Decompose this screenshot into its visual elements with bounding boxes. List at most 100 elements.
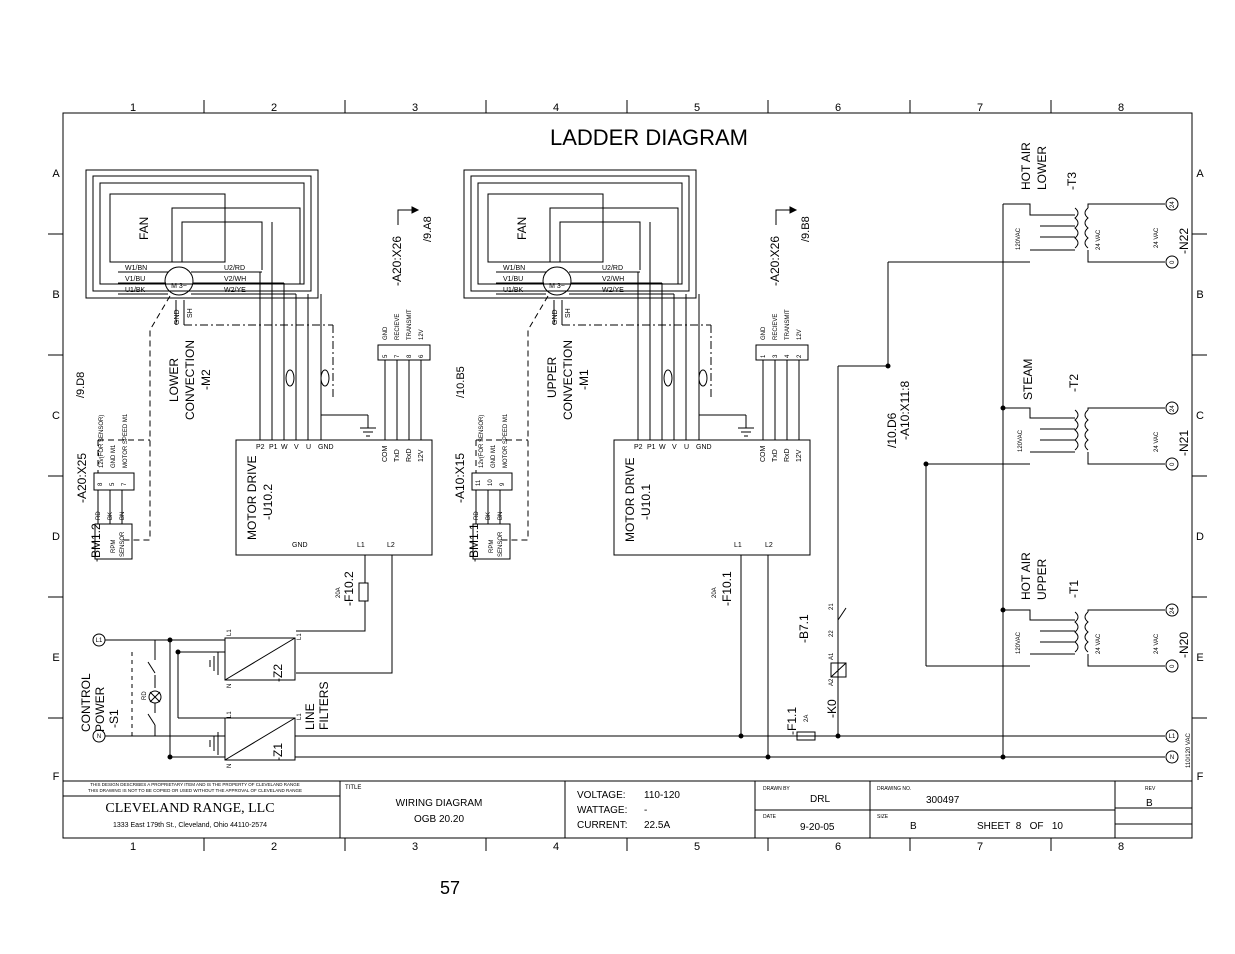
transformer-t3: [1003, 197, 1179, 269]
svg-text:20A: 20A: [336, 587, 342, 598]
svg-text:P1: P1: [269, 444, 278, 451]
left-winding-labels: W1/BN V1/BU U1/BK U2/RD V2/WH W2/YE: [125, 265, 246, 294]
svg-text:U: U: [306, 444, 311, 451]
svg-text:BK: BK: [486, 512, 492, 520]
svg-text:CONTROL: CONTROL: [79, 673, 93, 732]
svg-text:TITLE: TITLE: [345, 785, 361, 791]
svg-text:N: N: [227, 684, 233, 688]
title-block: [63, 780, 1192, 838]
right-drive-label: MOTOR DRIVE: [623, 458, 637, 542]
current-value: 22.5A: [644, 820, 670, 831]
svg-text:-M1: -M1: [577, 369, 591, 390]
svg-text:DATE: DATE: [763, 814, 777, 820]
svg-text:A: A: [1196, 168, 1204, 180]
svg-text:VOLTAGE:: VOLTAGE:: [577, 790, 626, 801]
left-motor-wires: [118, 222, 376, 541]
diagram-title: LADDER DIAGRAM: [550, 125, 748, 150]
svg-text:W1/BN: W1/BN: [503, 265, 525, 272]
svg-text:8: 8: [1118, 841, 1124, 853]
svg-text:L1: L1: [297, 633, 303, 640]
svg-text:5: 5: [383, 354, 389, 358]
svg-text:5: 5: [694, 102, 700, 114]
svg-text:7: 7: [395, 354, 401, 358]
revision-value: B: [1146, 798, 1153, 809]
svg-text:2: 2: [797, 354, 803, 358]
svg-text:10: 10: [488, 479, 494, 486]
left-fan-label: FAN: [137, 217, 151, 240]
svg-text:GND: GND: [696, 444, 712, 451]
left-connector-wires: [384, 360, 422, 440]
right-motor-id: M 3~: [549, 283, 565, 290]
left-motor-symbol: [164, 266, 194, 296]
svg-text:A1: A1: [829, 652, 835, 660]
left-sensor-connector-id: -A20:X25: [75, 453, 89, 503]
svg-text:24 VAC: 24 VAC: [1154, 633, 1160, 654]
svg-text:RPM: RPM: [111, 540, 117, 553]
svg-text:-N22: -N22: [1177, 228, 1191, 254]
svg-text:21: 21: [829, 603, 835, 610]
svg-text:-U10.1: -U10.1: [639, 484, 653, 520]
svg-text:-T1: -T1: [1067, 580, 1081, 598]
svg-text:12v(FOR SENSOR): 12v(FOR SENSOR): [479, 415, 485, 468]
page-number: 57: [440, 878, 461, 898]
svg-text:24: 24: [1170, 405, 1176, 412]
svg-text:MOTOR SPEED M1: MOTOR SPEED M1: [503, 413, 509, 468]
right-winding-labels: W1/BN V1/BU U1/BK U2/RD V2/WH W2/YE: [503, 265, 624, 294]
svg-text:12V: 12V: [797, 329, 803, 340]
svg-text:8: 8: [407, 354, 413, 358]
svg-text:RPM: RPM: [489, 540, 495, 553]
size-value: B: [910, 821, 917, 832]
svg-text:SENSOR: SENSOR: [120, 531, 126, 557]
transformer-t1: [1003, 603, 1179, 673]
control-power-switch-label: CONTROL POWER -S1: [79, 673, 121, 732]
drawn-by-value: DRL: [810, 794, 830, 805]
svg-text:TRANSMIT: TRANSMIT: [785, 309, 791, 340]
svg-text:COM: COM: [760, 446, 767, 463]
svg-text:1: 1: [130, 102, 136, 114]
svg-text:12V: 12V: [418, 449, 425, 462]
left-connector-block: [377, 344, 431, 361]
svg-text:U1/BK: U1/BK: [503, 287, 524, 294]
transformer-t2: [1003, 401, 1179, 471]
disclaimer-line-1: THIS DESIGN DESCRIBES A PROPRIETARY ITEM…: [90, 782, 300, 787]
right-motor-symbol: [542, 266, 572, 296]
svg-text:2A: 2A: [804, 715, 810, 722]
svg-text:REV: REV: [1145, 786, 1156, 792]
line-filters-label: LINE FILTERS: [303, 682, 331, 730]
right-drive-power: [740, 555, 769, 757]
svg-text:BN: BN: [120, 512, 126, 520]
svg-text:24: 24: [1170, 607, 1176, 614]
svg-text:MOTOR SPEED M1: MOTOR SPEED M1: [123, 413, 129, 468]
svg-text:BN: BN: [498, 512, 504, 520]
svg-text:V1/BU: V1/BU: [125, 276, 145, 283]
left-motor-id: M 3~: [171, 283, 187, 290]
drawing-title: WIRING DIAGRAM: [396, 798, 483, 809]
svg-text:WATTAGE:: WATTAGE:: [577, 805, 627, 816]
svg-text:SENSOR: SENSOR: [498, 531, 504, 557]
svg-text:GND: GND: [383, 326, 389, 340]
svg-text:6: 6: [835, 841, 841, 853]
t2-labels: STEAM -T2 120VAC 24 VAC -N21 24 0: [1018, 359, 1191, 466]
svg-text:SH: SH: [187, 308, 194, 318]
svg-text:L1: L1: [297, 713, 303, 720]
svg-text:-U10.2: -U10.2: [261, 484, 275, 520]
svg-text:RD: RD: [96, 511, 102, 520]
ref-connector-label: /10.D6: [885, 412, 899, 448]
svg-text:8: 8: [98, 482, 104, 486]
svg-text:9: 9: [500, 482, 506, 486]
drawing-model: OGB 20.20: [414, 814, 464, 825]
t1-labels: HOT AIR UPPER -T1 120VAC 24 VAC 24 VAC -…: [1016, 552, 1191, 668]
svg-text:6: 6: [835, 102, 841, 114]
svg-text:P2: P2: [634, 444, 643, 451]
svg-text:CURRENT:: CURRENT:: [577, 820, 628, 831]
svg-text:1: 1: [130, 841, 136, 853]
svg-text:B: B: [1196, 289, 1203, 301]
svg-text:L1: L1: [227, 711, 233, 718]
svg-text:GND: GND: [174, 309, 181, 325]
svg-text:E: E: [1196, 652, 1203, 664]
left-connector-pins: GND RECIEVE TRANSMIT 12V 5 7 8 6: [383, 309, 425, 358]
svg-text:A: A: [52, 168, 60, 180]
svg-text:12V: 12V: [419, 329, 425, 340]
company-name: CLEVELAND RANGE, LLC: [105, 801, 274, 816]
